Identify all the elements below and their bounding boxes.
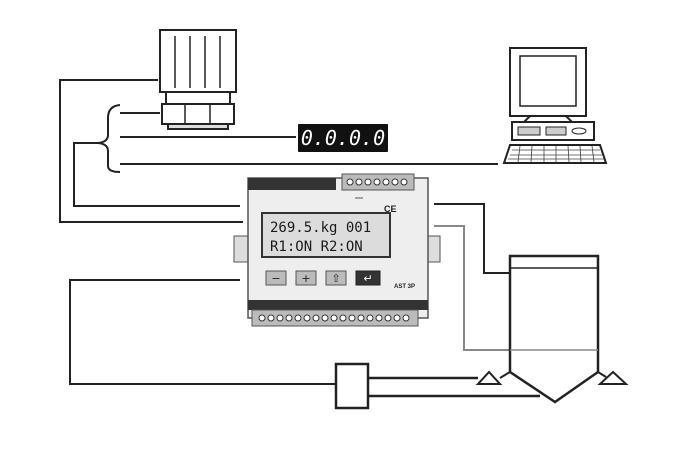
ce-mark: CE bbox=[384, 204, 397, 214]
wire-brace-indicator bbox=[73, 142, 240, 207]
svg-text:+: + bbox=[301, 272, 310, 285]
key-enter-button[interactable]: ↵ bbox=[355, 270, 381, 286]
wire-indicator-valve bbox=[69, 279, 336, 385]
key-plus-button[interactable]: + bbox=[295, 270, 317, 286]
key-minus-button[interactable]: − bbox=[265, 270, 287, 286]
remote-display-value: -0.0.0.0. bbox=[289, 126, 397, 150]
key-shift-button[interactable]: ⇧ bbox=[325, 270, 347, 286]
svg-text:↵: ↵ bbox=[363, 272, 372, 285]
svg-text:⇧: ⇧ bbox=[331, 272, 340, 285]
remote-display: -0.0.0.0. bbox=[289, 124, 397, 152]
wire-indicator-silo-gray bbox=[434, 225, 510, 351]
svg-text:−: − bbox=[271, 272, 280, 285]
model-label: AST 3P bbox=[394, 284, 415, 290]
wiring bbox=[59, 79, 512, 385]
lcd-line-2: R1:ON R2:ON bbox=[270, 239, 363, 255]
silo-icon bbox=[475, 254, 629, 404]
brace-bracket bbox=[97, 104, 121, 173]
load-cell-icon bbox=[159, 29, 237, 130]
computer-icon bbox=[502, 47, 608, 164]
lcd-line-1: 269.5.kg 001 bbox=[270, 220, 371, 236]
wire-loadcell-indicator bbox=[59, 79, 243, 223]
wire-indicator-silo bbox=[434, 203, 512, 274]
valve-icon bbox=[334, 362, 540, 410]
weighing-indicator-icon: CE 269.5.kg 001 R1:ON R2:ON − + ⇧ ↵ AST … bbox=[233, 173, 441, 327]
